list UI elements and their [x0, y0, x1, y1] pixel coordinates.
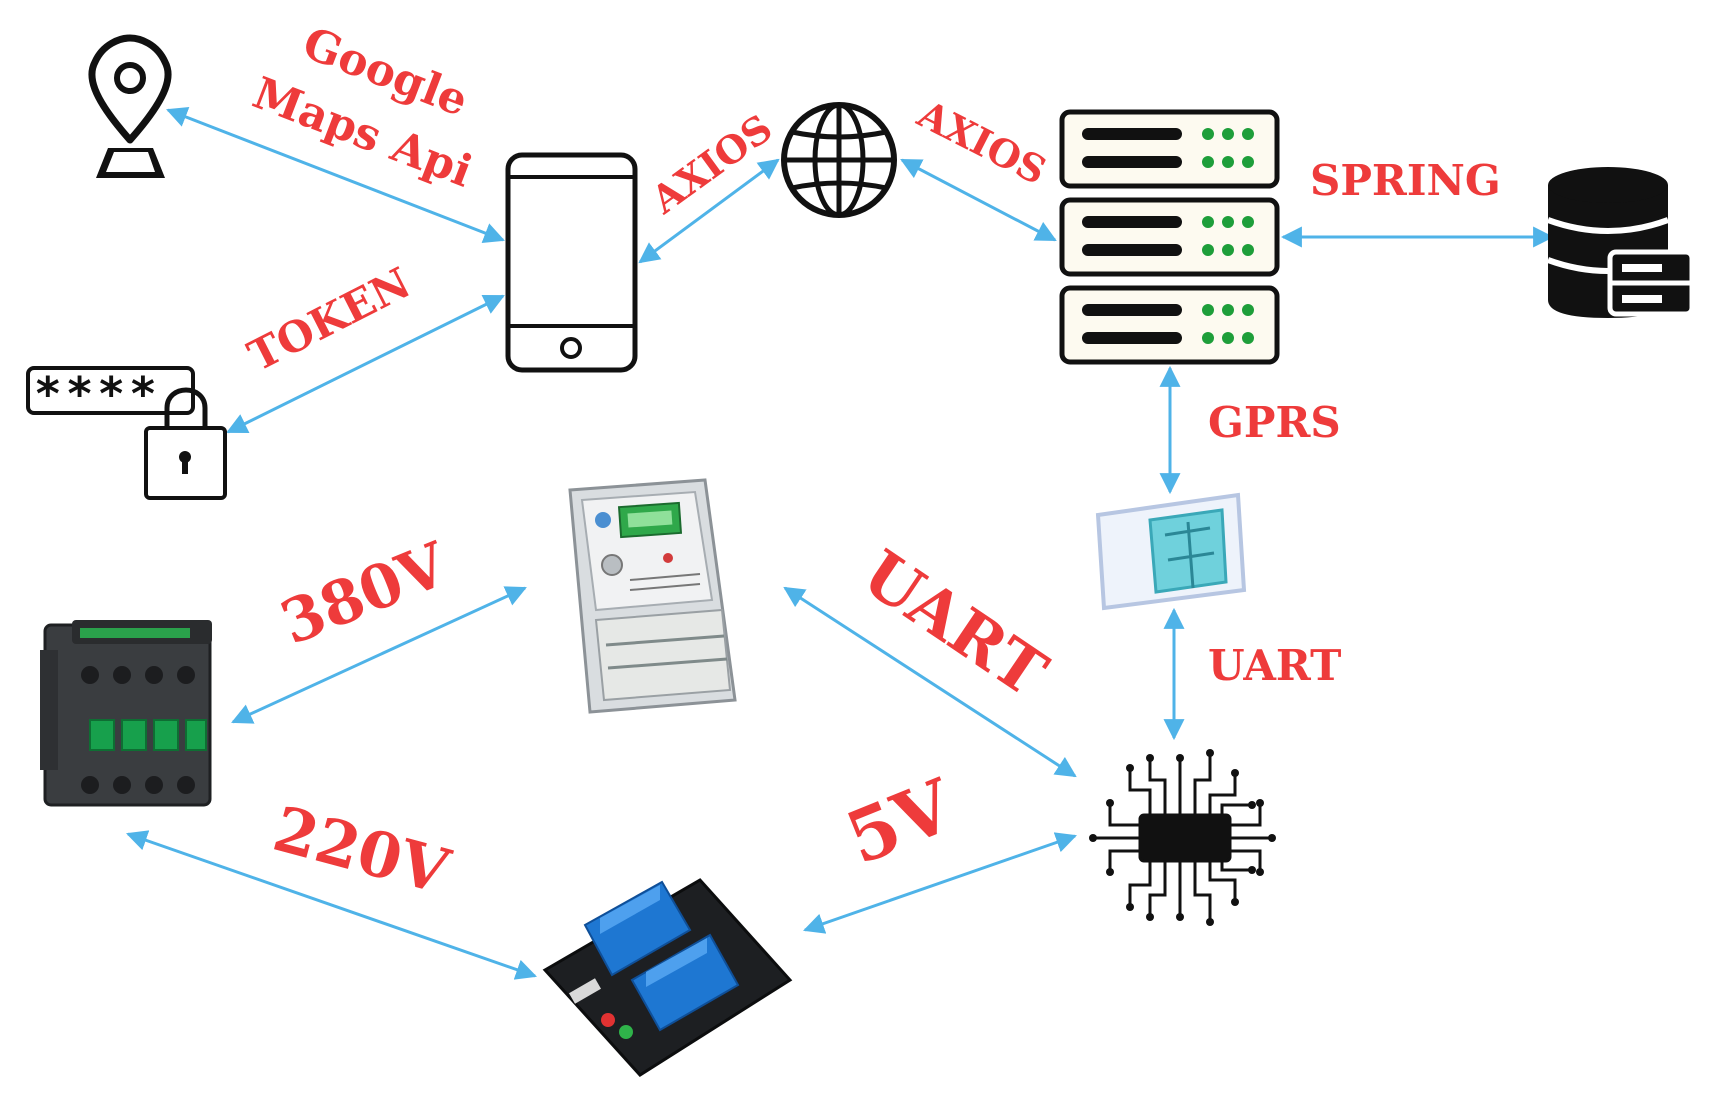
password-lock-icon: ****	[26, 366, 227, 500]
database-icon	[1546, 167, 1695, 318]
axios-left-label: AXIOS	[642, 105, 780, 223]
microcontroller-chip-icon	[1089, 749, 1276, 926]
password-mask-text: ****	[34, 367, 161, 421]
sim-card-icon	[1095, 492, 1247, 611]
token-label: TOKEN	[240, 258, 418, 381]
v5-label: 5V	[835, 762, 966, 881]
gprs-label: GPRS	[1208, 398, 1341, 447]
globe-icon	[781, 102, 897, 218]
server-rack-icon	[1059, 109, 1280, 365]
electric-meter-icon	[568, 478, 737, 714]
server-unit	[1059, 197, 1280, 277]
labels: Google Maps Api TOKEN AXIOS AXIOS SPRING…	[240, 18, 1500, 909]
smartphone-icon	[505, 152, 638, 373]
relay-module-icon	[542, 878, 793, 1077]
axios-right-label: AXIOS	[910, 90, 1054, 193]
connectors	[126, 107, 1555, 980]
server-unit	[1059, 285, 1280, 365]
connector-contactor-meter	[231, 586, 527, 724]
connector-phone-globe	[638, 158, 780, 264]
v380-label: 380V	[271, 529, 458, 659]
connector-relay-chip	[803, 832, 1077, 934]
uart-sim-label: UART	[1208, 641, 1341, 690]
spring-label: SPRING	[1310, 156, 1501, 205]
map-pin-icon	[88, 34, 172, 178]
connector-pin-phone	[166, 107, 505, 243]
connector-globe-server	[900, 158, 1057, 242]
server-unit	[1059, 109, 1280, 189]
uart-meter-label: UART	[849, 536, 1059, 712]
connector-lock-phone	[226, 294, 505, 434]
connector-meter-chip	[783, 586, 1077, 778]
contactor-icon	[40, 620, 212, 807]
connector-contactor-relay	[126, 830, 537, 980]
